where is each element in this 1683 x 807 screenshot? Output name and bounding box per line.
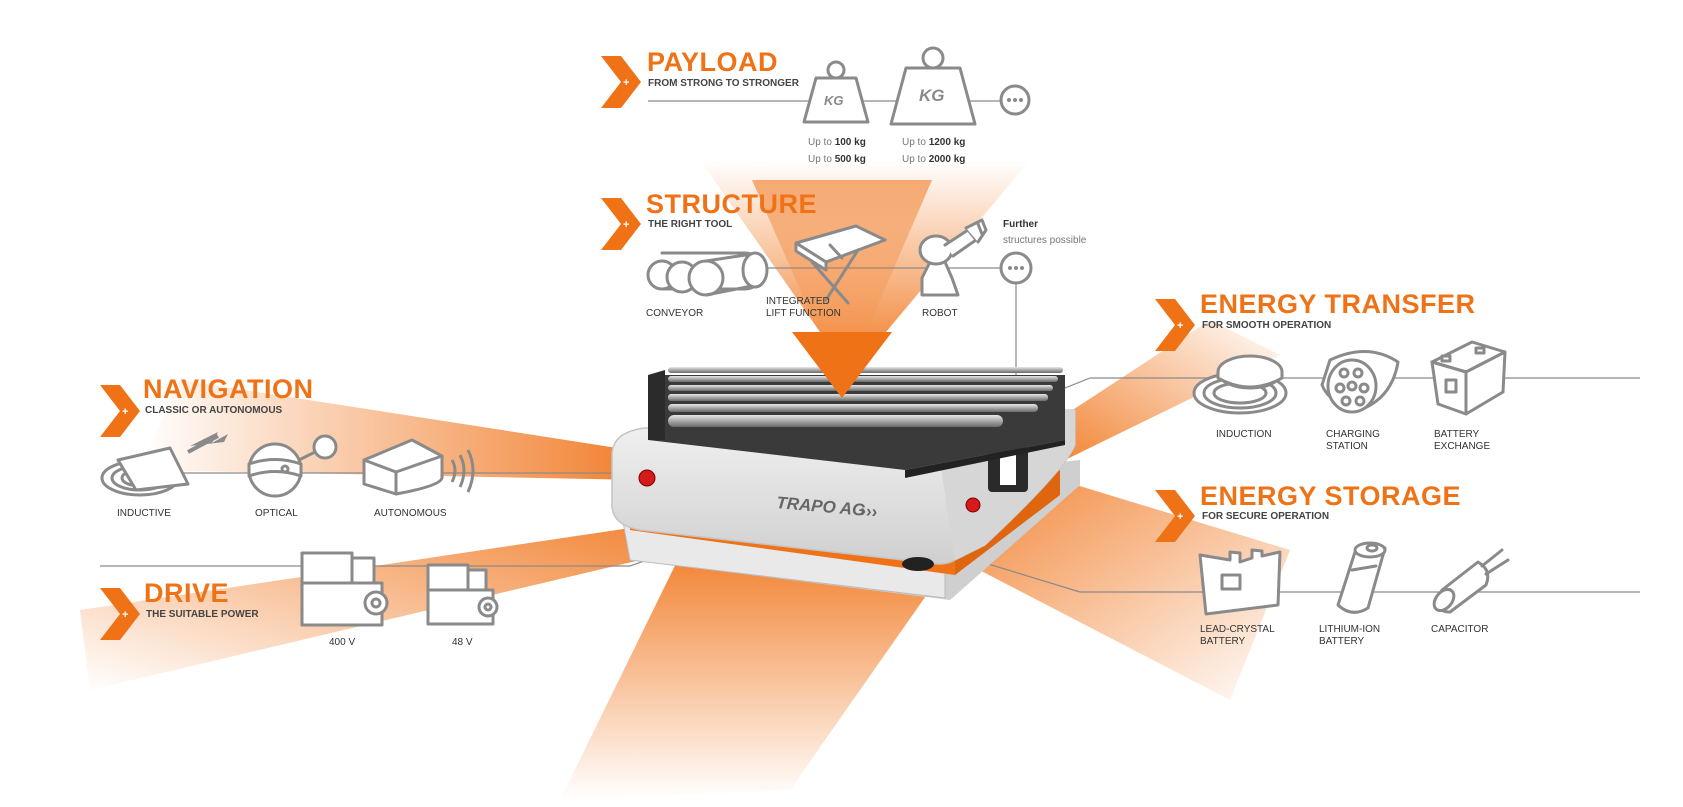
drive-48v-label: 48 V: [452, 637, 473, 648]
red-button-front: [638, 469, 656, 487]
conveyor-icon[interactable]: [646, 251, 769, 297]
lithium-ion-label-line1: LITHIUM-ION: [1319, 624, 1380, 635]
section-title: DRIVE: [144, 578, 229, 608]
section-title: NAVIGATION: [143, 374, 314, 404]
charging-label-line2: STATION: [1326, 441, 1368, 452]
more-structures-icon[interactable]: [999, 251, 1033, 285]
motor-48v-icon[interactable]: [426, 563, 499, 626]
induction-label: INDUCTION: [1216, 429, 1272, 440]
svg-text:+: +: [1177, 320, 1183, 332]
battery-exchange-label-line1: BATTERY: [1434, 429, 1480, 440]
drive-400v-label: 400 V: [329, 637, 355, 648]
section-title: STRUCTURE: [646, 189, 817, 219]
optical-label: OPTICAL: [255, 508, 298, 519]
weight-large-icon[interactable]: KG: [889, 46, 977, 126]
weight-small-icon[interactable]: KG: [802, 60, 870, 124]
robot-arm-icon[interactable]: [918, 218, 988, 297]
capacitor-icon[interactable]: [1430, 548, 1510, 614]
red-button-side: [965, 497, 981, 513]
payload-large-line1: Up to 1200 kg: [902, 137, 965, 148]
autonomous-label: AUTONOMOUS: [374, 508, 447, 519]
payload-large-line2: Up to 2000 kg: [902, 154, 965, 165]
beam-right-upper: [1065, 320, 1280, 460]
lift-table-icon[interactable]: [794, 224, 887, 305]
battery-exchange-icon[interactable]: [1430, 340, 1507, 416]
conveyor-rollers: [668, 367, 1063, 427]
lift-label-line2: LIFT FUNCTION: [766, 308, 841, 319]
svg-text:+: +: [1177, 511, 1183, 523]
section-title: ENERGY TRANSFER: [1200, 289, 1476, 319]
energy-transfer-header: + ENERGY TRANSFER FOR SMOOTH OPERATION: [1155, 289, 1476, 351]
lithium-ion-label-line2: BATTERY: [1319, 636, 1365, 647]
charging-station-icon[interactable]: [1320, 350, 1400, 414]
beam-right-lower: [960, 480, 1290, 700]
lead-crystal-battery-icon[interactable]: [1198, 548, 1282, 616]
more-options-icon[interactable]: [999, 84, 1031, 116]
light-beams: [80, 160, 1290, 800]
logo-chevrons: ›››: [860, 501, 879, 521]
structure-header: + STRUCTURE THE RIGHT TOOL: [601, 189, 817, 250]
section-subtitle: CLASSIC OR AUTONOMOUS: [145, 405, 283, 416]
lift-label-line1: INTEGRATED: [766, 296, 830, 307]
beam-bottom-left: [560, 535, 930, 800]
navigation-header: + NAVIGATION CLASSIC OR AUTONOMOUS: [100, 374, 314, 437]
expand-plus-icon[interactable]: +: [601, 56, 641, 108]
expand-plus-icon[interactable]: +: [1155, 299, 1195, 351]
expand-plus-icon[interactable]: +: [1155, 490, 1195, 542]
svg-text:+: +: [122, 406, 128, 418]
svg-text:+: +: [122, 609, 128, 621]
battery-exchange-label-line2: EXCHANGE: [1434, 441, 1490, 452]
expand-plus-icon[interactable]: +: [100, 385, 140, 437]
inductive-label: INDUCTIVE: [117, 508, 171, 519]
lead-crystal-label-line2: BATTERY: [1200, 636, 1246, 647]
payload-header: + PAYLOAD FROM STRONG TO STRONGER: [601, 47, 800, 108]
svg-text:+: +: [623, 219, 629, 231]
charging-label-line1: CHARGING: [1326, 429, 1380, 440]
inductive-icon[interactable]: [100, 432, 228, 497]
weight-mark: KG: [919, 86, 945, 105]
payload-small-line2: Up to 500 kg: [808, 154, 866, 165]
section-subtitle: FOR SMOOTH OPERATION: [1202, 320, 1331, 331]
further-title: Further: [1003, 219, 1038, 230]
conveyor-label: CONVEYOR: [646, 308, 703, 319]
lead-crystal-label-line1: LEAD-CRYSTAL: [1200, 624, 1275, 635]
further-text: structures possible: [1003, 235, 1087, 246]
capacitor-label: CAPACITOR: [1431, 624, 1488, 635]
motor-400v-icon[interactable]: [300, 551, 389, 627]
agv-machine: TRAPO AG ›››: [611, 367, 1080, 600]
expand-plus-icon[interactable]: +: [601, 198, 641, 250]
weight-mark: KG: [824, 93, 844, 108]
autonomous-icon[interactable]: [362, 438, 475, 496]
expand-plus-icon[interactable]: +: [100, 588, 140, 640]
energy-storage-header: + ENERGY STORAGE FOR SECURE OPERATION: [1155, 481, 1461, 542]
section-subtitle: THE RIGHT TOOL: [648, 219, 732, 230]
optical-icon[interactable]: [247, 434, 338, 498]
section-title: ENERGY STORAGE: [1200, 481, 1461, 511]
drive-header: + DRIVE THE SUITABLE POWER: [100, 578, 259, 640]
section-subtitle: FOR SECURE OPERATION: [1202, 511, 1329, 522]
structure-arrow-head: [792, 332, 892, 398]
robot-label: ROBOT: [922, 308, 958, 319]
payload-small-line1: Up to 100 kg: [808, 137, 866, 148]
section-title: PAYLOAD: [647, 47, 778, 77]
section-subtitle: THE SUITABLE POWER: [146, 609, 259, 620]
lithium-ion-battery-icon[interactable]: [1336, 541, 1387, 614]
induction-pad-icon[interactable]: [1192, 354, 1288, 415]
section-subtitle: FROM STRONG TO STRONGER: [648, 78, 800, 89]
svg-text:+: +: [623, 77, 629, 89]
